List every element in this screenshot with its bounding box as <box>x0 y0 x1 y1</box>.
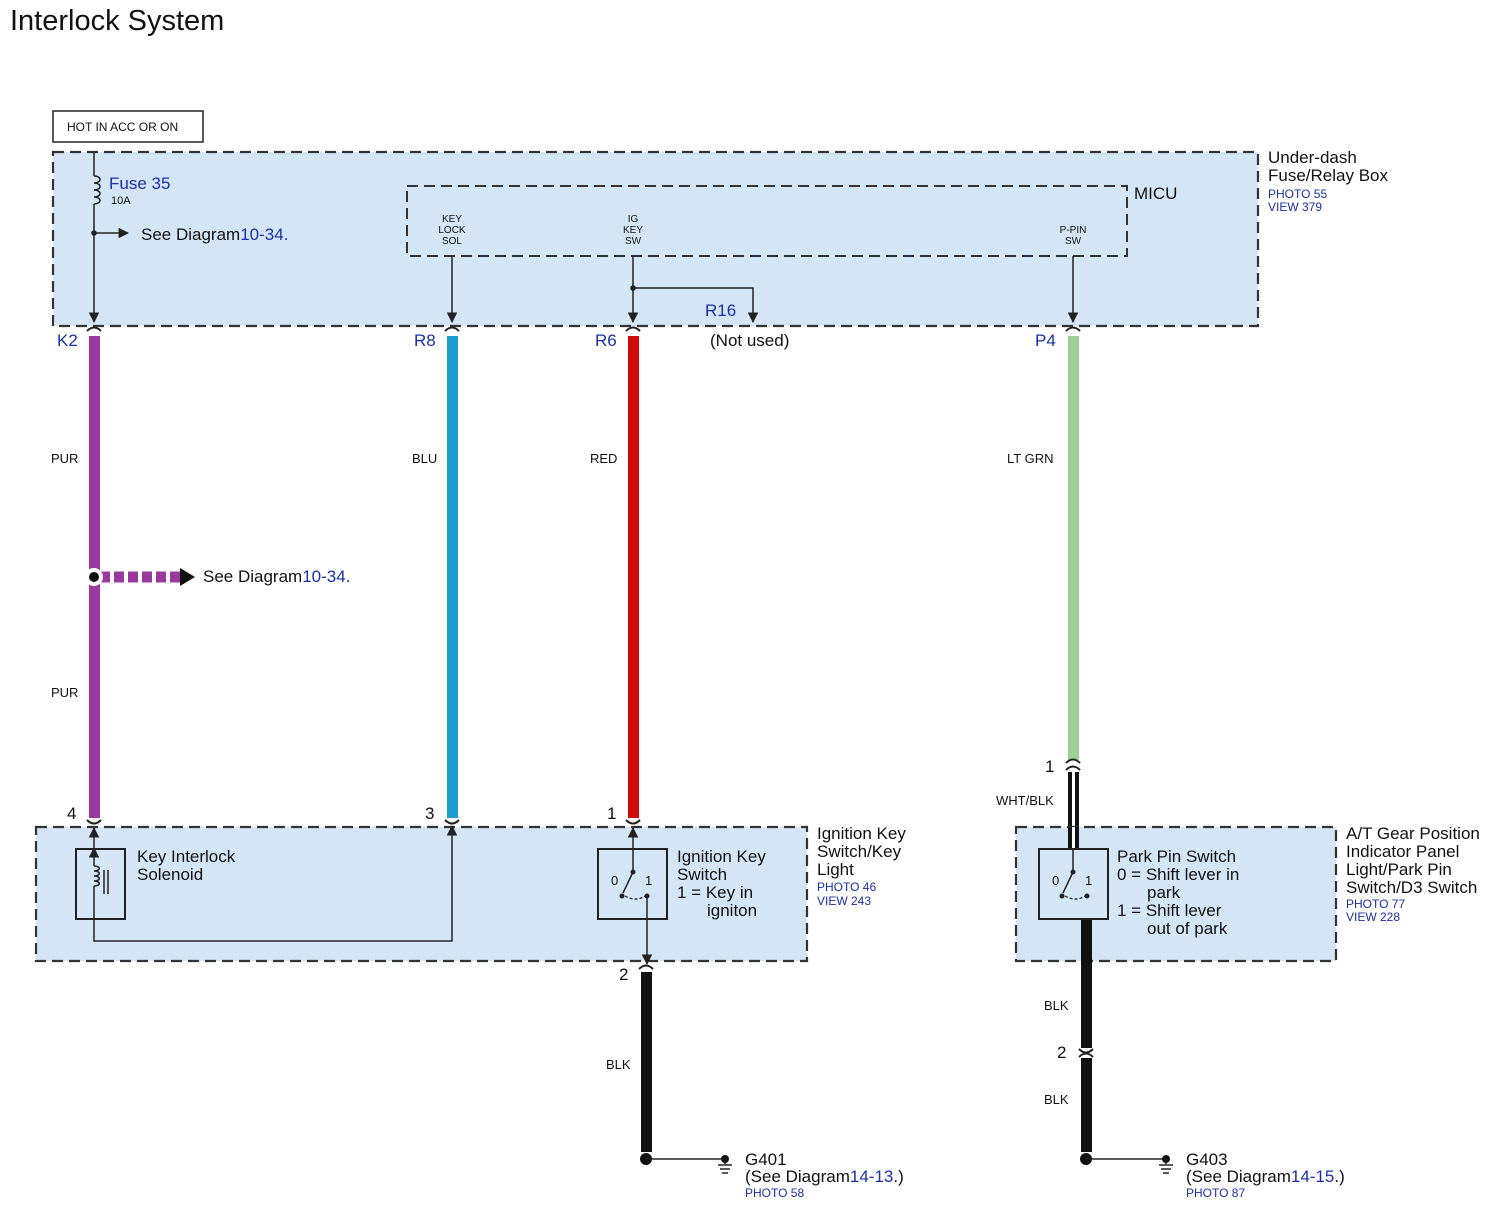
ground-g403-name: G403 <box>1186 1150 1228 1169</box>
ignition-switch-pos-0: 0 <box>611 873 618 888</box>
ground-g403-see-link[interactable]: 14-15 <box>1291 1167 1334 1186</box>
wire-blk-g401 <box>641 972 652 1152</box>
micu-pin-p-pin-2: SW <box>1065 236 1082 247</box>
solenoid-name-1: Key Interlock <box>137 847 236 866</box>
wire-blu-label: BLU <box>412 451 437 466</box>
ignition-panel-view-link[interactable]: VIEW 243 <box>817 894 871 908</box>
solenoid-name-2: Solenoid <box>137 865 203 884</box>
fuse-relay-box-panel <box>51 150 1260 328</box>
r16-not-used: (Not used) <box>710 331 789 350</box>
ignition-switch-desc-1: 1 = Key in <box>677 883 753 902</box>
park-switch-name: Park Pin Switch <box>1117 847 1236 866</box>
wire-red-label: RED <box>590 451 617 466</box>
park-switch-pos-0: 0 <box>1052 873 1059 888</box>
gear-panel-view-link[interactable]: VIEW 228 <box>1346 910 1400 924</box>
ground-g401-photo-link[interactable]: PHOTO 58 <box>745 1186 804 1200</box>
ignition-panel-photo-link[interactable]: PHOTO 46 <box>817 880 876 894</box>
micu-box <box>406 185 1128 257</box>
wire-blu <box>447 336 458 818</box>
micu-pin-p-pin-1: P-PIN <box>1060 225 1087 236</box>
park-switch-desc-1: 0 = Shift lever in <box>1117 865 1239 884</box>
micu-pin-ig-key-3: SW <box>625 236 642 247</box>
solenoid-coil-icon <box>93 865 100 887</box>
ignition-pin-4: 4 <box>67 804 76 823</box>
fuse-box-name-1: Under-dash <box>1268 148 1357 167</box>
wire-blk-g403-label-2: BLK <box>1044 1092 1069 1107</box>
page-title: Interlock System <box>10 5 224 37</box>
ignition-pin-2: 2 <box>619 965 628 984</box>
fuse-box-name-2: Fuse/Relay Box <box>1268 166 1388 185</box>
key-interlock-solenoid <box>75 848 126 920</box>
wire-blk-g403-2 <box>1081 1058 1092 1152</box>
gear-pin-2: 2 <box>1057 1043 1066 1062</box>
wire-lt-grn-label: LT GRN <box>1007 451 1053 466</box>
power-label-box <box>52 110 204 143</box>
connector-k2: K2 <box>57 331 78 350</box>
micu-pin-ig-key-2: KEY <box>623 225 643 236</box>
wire-red <box>628 336 639 818</box>
wire-pur-label-1: PUR <box>51 451 78 466</box>
park-switch-desc-2: park <box>1147 883 1181 902</box>
ignition-panel-name-3: Light <box>817 860 854 879</box>
park-pin-switch-contact-icon <box>1062 871 1074 894</box>
ground-g403-see: (See Diagram14-15.) <box>1186 1167 1345 1186</box>
ignition-switch-panel <box>34 825 809 963</box>
wire-wht-blk-label: WHT/BLK <box>996 793 1054 808</box>
ignition-panel-name-1: Ignition Key <box>817 824 906 843</box>
fuse-see-diagram-link[interactable]: 10-34 <box>240 225 283 244</box>
gear-panel-name-4: Switch/D3 Switch <box>1346 878 1477 897</box>
ignition-switch-contact-icon <box>622 871 634 894</box>
ignition-pin-3: 3 <box>425 804 434 823</box>
wire-pur-label-2: PUR <box>51 685 78 700</box>
gear-pin-1: 1 <box>1045 757 1054 776</box>
fuse-35-symbol <box>93 175 101 205</box>
gear-panel-photo-link[interactable]: PHOTO 77 <box>1346 897 1405 911</box>
wire-blk-g401-label: BLK <box>606 1057 631 1072</box>
ignition-pin-1: 1 <box>607 804 616 823</box>
ground-g403-photo-link[interactable]: PHOTO 87 <box>1186 1186 1245 1200</box>
park-switch-desc-3: 1 = Shift lever <box>1117 901 1222 920</box>
wire-lt-grn <box>1068 336 1079 760</box>
ground-g401-see: (See Diagram14-13.) <box>745 1167 904 1186</box>
ground-g401-name: G401 <box>745 1150 787 1169</box>
park-switch-desc-4: out of park <box>1147 919 1228 938</box>
fuse-35-rating: 10A <box>111 195 131 207</box>
ignition-switch-pos-1: 1 <box>645 873 652 888</box>
wire-blk-g403-1 <box>1081 920 1092 1048</box>
fuse-box-view-link[interactable]: VIEW 379 <box>1268 200 1322 214</box>
gear-panel-name-2: Indicator Panel <box>1346 842 1459 861</box>
ignition-switch-desc-2: igniton <box>707 901 757 920</box>
r16-connector-label: R16 <box>705 301 736 320</box>
micu-pin-key-lock-1: KEY <box>442 214 462 225</box>
micu-pin-ig-key-1: IG <box>628 214 639 225</box>
micu-pin-key-lock-2: LOCK <box>438 225 466 236</box>
connector-p4: P4 <box>1035 331 1056 350</box>
wire-blk-g403-label-1: BLK <box>1044 998 1069 1013</box>
park-switch-pos-1: 1 <box>1085 873 1092 888</box>
fuse-box-photo-link[interactable]: PHOTO 55 <box>1268 187 1327 201</box>
fuse-35-label: Fuse 35 <box>109 174 170 193</box>
connector-r6: R6 <box>595 331 617 350</box>
micu-label: MICU <box>1134 184 1177 203</box>
splice-see-diagram: See Diagram10-34. <box>203 567 350 586</box>
ground-g401-see-link[interactable]: 14-13 <box>850 1167 893 1186</box>
gear-panel-name-3: Light/Park Pin <box>1346 860 1452 879</box>
connector-r8: R8 <box>414 331 436 350</box>
pur-splice <box>85 568 195 586</box>
micu-pin-key-lock-3: SOL <box>442 236 462 247</box>
fuse-see-diagram: See Diagram10-34. <box>141 225 288 244</box>
splice-see-diagram-link[interactable]: 10-34 <box>302 567 345 586</box>
ignition-switch-name-1: Ignition Key <box>677 847 766 866</box>
ignition-panel-name-2: Switch/Key <box>817 842 902 861</box>
ignition-switch-name-2: Switch <box>677 865 727 884</box>
gear-panel-name-1: A/T Gear Position <box>1346 824 1480 843</box>
power-label: HOT IN ACC OR ON <box>67 120 178 134</box>
